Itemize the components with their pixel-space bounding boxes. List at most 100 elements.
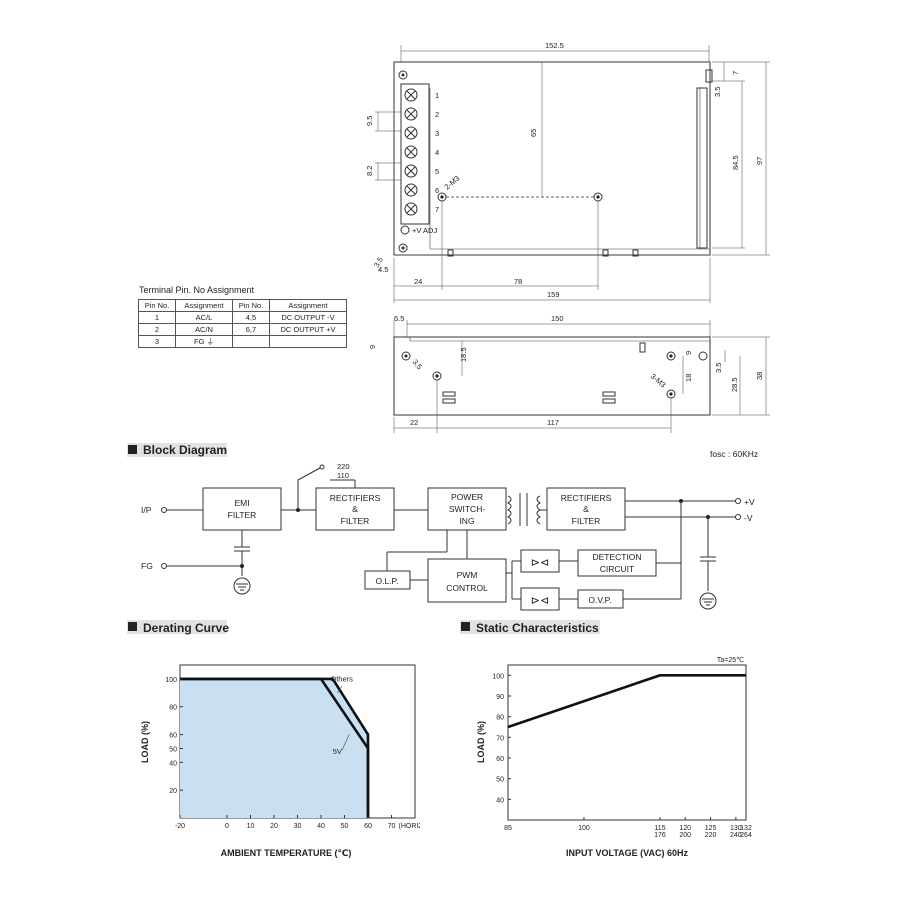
x-axis-label: AMBIENT TEMPERATURE (℃) (221, 848, 352, 858)
svg-text:DETECTION: DETECTION (592, 552, 641, 562)
x-tick-label: 120 (679, 825, 691, 832)
y-tick-label: 60 (496, 756, 504, 763)
svg-text:18.5: 18.5 (459, 347, 468, 362)
svg-text:FG: FG (141, 561, 153, 571)
x-tick-label: 70 (388, 823, 396, 830)
static-load-line (507, 674, 746, 729)
svg-text:9: 9 (684, 351, 693, 355)
pwm-control-box (427, 558, 507, 603)
x-tick-label: 125 (705, 825, 717, 832)
svg-text:97: 97 (755, 157, 764, 165)
x-tick-label: 115 (654, 825, 665, 832)
svg-text:24: 24 (414, 277, 422, 286)
chart-note: Ta=25℃ (717, 657, 744, 664)
svg-text:PWM: PWM (457, 570, 478, 580)
series-label: Others (330, 675, 353, 684)
svg-text:EMI: EMI (234, 498, 249, 508)
svg-text:84.5: 84.5 (731, 155, 740, 170)
derating-title: Derating Curve (143, 621, 229, 635)
y-tick-label: 100 (165, 677, 177, 684)
x-tick-label: 20 (270, 823, 278, 830)
svg-text:6.5: 6.5 (394, 314, 404, 323)
terminal-screw-icon (404, 88, 418, 102)
svg-text:7: 7 (731, 71, 740, 75)
svg-text:I/P: I/P (141, 505, 152, 515)
terminal-number: 5 (435, 167, 439, 176)
svg-text:ING: ING (459, 516, 474, 526)
x-tick-label: 264 (740, 832, 752, 839)
terminal-block (400, 83, 430, 225)
series-label: 5V (333, 747, 342, 756)
y-tick-label: 20 (169, 788, 177, 795)
transformer-icon (507, 493, 541, 526)
x-tick-label: 50 (341, 823, 349, 830)
svg-text:RECTIFIERS: RECTIFIERS (561, 493, 612, 503)
svg-text:&: & (583, 504, 589, 514)
svg-text:O.V.P.: O.V.P. (588, 595, 611, 605)
block-diagram-title: Block Diagram (143, 443, 227, 457)
x-tick-label: 40 (317, 823, 325, 830)
y-axis-label: LOAD (%) (140, 721, 150, 763)
y-tick-label: 60 (169, 733, 177, 740)
svg-text:⊳⊲: ⊳⊲ (531, 595, 549, 607)
svg-text:3.5: 3.5 (713, 87, 722, 97)
svg-text:FILTER: FILTER (572, 516, 601, 526)
dim-152-5: 152.5 (545, 41, 564, 50)
y-tick-label: 90 (496, 694, 504, 701)
svg-text:FILTER: FILTER (341, 516, 370, 526)
svg-text:POWER: POWER (451, 492, 483, 502)
svg-text:+V: +V (744, 497, 755, 507)
x-tick-label: 176 (654, 832, 666, 839)
rectifier-filter-box-1 (315, 487, 395, 531)
svg-text:18: 18 (684, 374, 693, 382)
svg-text:3.5: 3.5 (410, 358, 424, 372)
svg-text:159: 159 (547, 290, 560, 299)
y-tick-label: 40 (496, 797, 504, 804)
fosc-label: fosc : 60KHz (710, 449, 758, 459)
terminal-number: 2 (435, 110, 439, 119)
svg-text:FILTER: FILTER (228, 510, 257, 520)
svg-text:65: 65 (529, 129, 538, 137)
static-title: Static Characteristics (476, 621, 599, 635)
x-tick-label: 0 (225, 823, 229, 830)
terminal-screw-icon (404, 164, 418, 178)
svg-text:&: & (352, 504, 358, 514)
series-5v-line (180, 677, 370, 818)
svg-text:3.5: 3.5 (714, 363, 723, 373)
terminal-number: 4 (435, 148, 439, 157)
x-tick-label: 220 (705, 832, 717, 839)
y-axis-label: LOAD (%) (476, 721, 486, 763)
svg-text:3-M3: 3-M3 (649, 372, 668, 390)
x-tick-label: 100 (578, 825, 590, 832)
y-tick-label: 40 (169, 760, 177, 767)
power-switching-box (427, 487, 507, 531)
x-axis-label: INPUT VOLTAGE (VAC) 60Hz (566, 848, 689, 858)
svg-text:4.5: 4.5 (378, 265, 388, 274)
svg-text:CIRCUIT: CIRCUIT (600, 564, 634, 574)
svg-text:28.5: 28.5 (730, 377, 739, 392)
y-tick-label: 50 (169, 746, 177, 753)
terminal-number: 7 (435, 205, 439, 214)
svg-text:O.L.P.: O.L.P. (376, 576, 399, 586)
y-tick-label: 50 (496, 777, 504, 784)
svg-text:220: 220 (337, 462, 350, 471)
svg-text:RECTIFIERS: RECTIFIERS (330, 493, 381, 503)
terminal-screw-icon (404, 202, 418, 216)
svg-text:-V: -V (744, 513, 753, 523)
svg-text:38: 38 (755, 372, 764, 380)
y-tick-label: 100 (492, 673, 504, 680)
block-diagram: Block Diagram fosc : 60KHz I/P EMI FILTE… (127, 443, 758, 611)
svg-text:SWITCH-: SWITCH- (449, 504, 486, 514)
detection-circuit-box (577, 549, 657, 577)
derating-fill (180, 678, 368, 818)
y-tick-label: 70 (496, 735, 504, 742)
ground-icon (699, 592, 717, 610)
x-tick-label: -20 (175, 823, 185, 830)
svg-text:9: 9 (368, 345, 377, 349)
x-tick-label: 60 (364, 823, 372, 830)
y-tick-label: 80 (496, 715, 504, 722)
svg-text:+V ADJ: +V ADJ (412, 226, 437, 235)
